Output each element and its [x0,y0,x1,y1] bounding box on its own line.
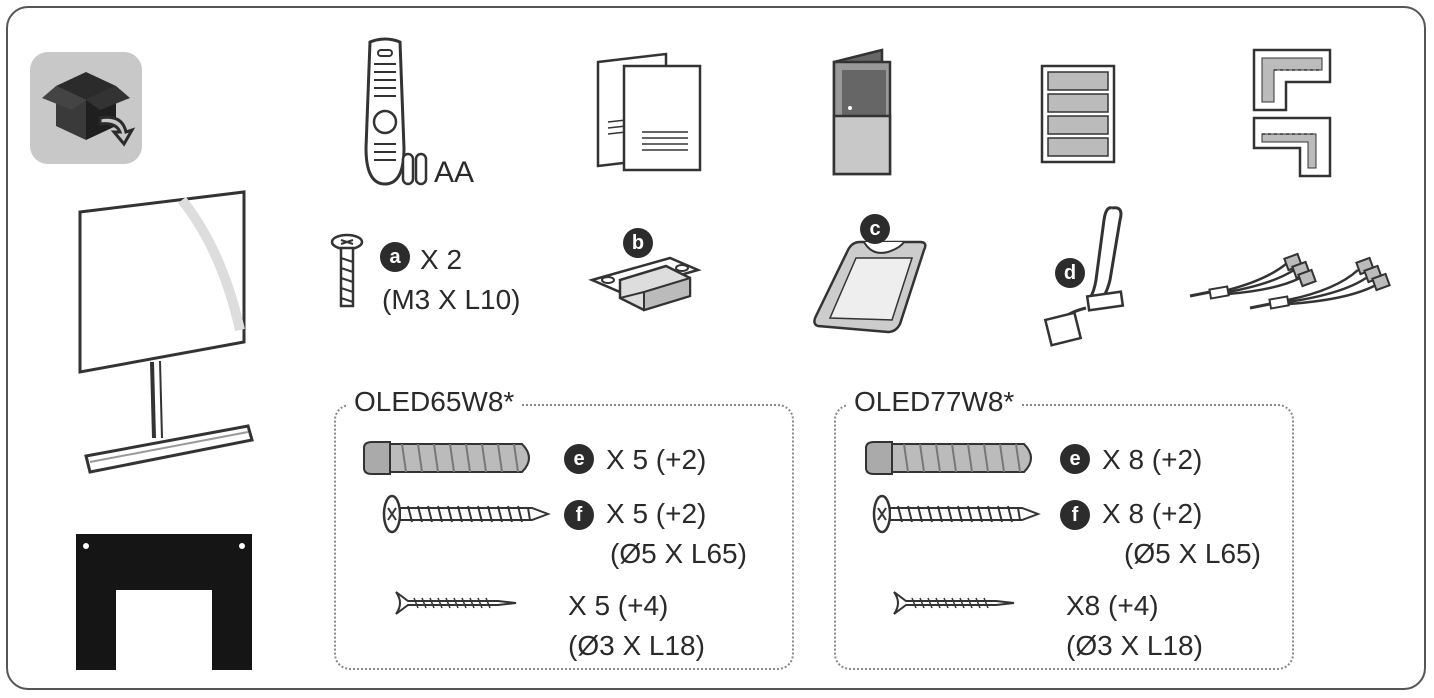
template-icon [76,534,252,670]
badge-c: c [860,214,890,244]
rca-cable-icon [1186,240,1406,310]
group-oled77-screw-qty: X 8 (+2) [1102,498,1203,529]
badge-b: b [623,228,653,258]
group-oled65-screw-qty: X 5 (+2) [606,498,707,529]
screw-a-qty: X 2 [420,244,463,275]
group-oled77: OLED77W8* [834,388,1294,670]
package-frame [6,6,1426,690]
badge-e-1: e [564,444,594,474]
screw-icon [330,232,364,310]
wall-screw-icon [872,494,1041,534]
group-oled77-small-screw-spec: (Ø3 X L18) [1066,630,1203,661]
bracket-icon [588,252,702,322]
small-screw-icon [394,590,518,616]
group-oled77-title: OLED77W8* [848,388,1021,416]
corner-protector-icon [1252,48,1334,178]
wall-anchor-icon [362,440,540,476]
wall-screw-icon [382,494,551,534]
cable-icon [1040,200,1130,350]
group-oled65-small-screw-qty: X 5 (+4) [568,590,669,621]
group-oled77-screw-spec: (Ø5 X L65) [1124,538,1261,569]
group-oled65-title: OLED65W8* [348,388,521,416]
holder-icon [808,228,928,338]
group-oled65-small-screw-spec: (Ø3 X L18) [568,630,705,661]
group-oled65-screw-spec: (Ø5 X L65) [610,538,747,569]
group-oled77-small-screw-qty: X8 (+4) [1066,590,1159,621]
remote-icon [362,37,408,188]
screw-a-spec: (M3 X L10) [382,284,521,315]
small-screw-icon [892,590,1016,616]
label-sheet-icon [1040,64,1116,164]
booklet-icon [830,48,894,176]
wall-anchor-icon [864,440,1042,476]
badge-f-2: f [1060,500,1090,530]
badge-f-1: f [564,500,594,530]
manual-icon [596,52,706,172]
badge-e-2: e [1060,444,1090,474]
group-oled65: OLED65W8* [334,388,794,670]
group-oled77-anchor-qty: X 8 (+2) [1102,444,1203,475]
badge-a: a [380,242,410,272]
battery-label: AA [434,156,475,189]
badge-d: d [1055,258,1085,288]
battery-icon [401,152,428,186]
group-oled65-anchor-qty: X 5 (+2) [606,444,707,475]
tv-icon [72,190,262,490]
box-icon [30,52,142,164]
